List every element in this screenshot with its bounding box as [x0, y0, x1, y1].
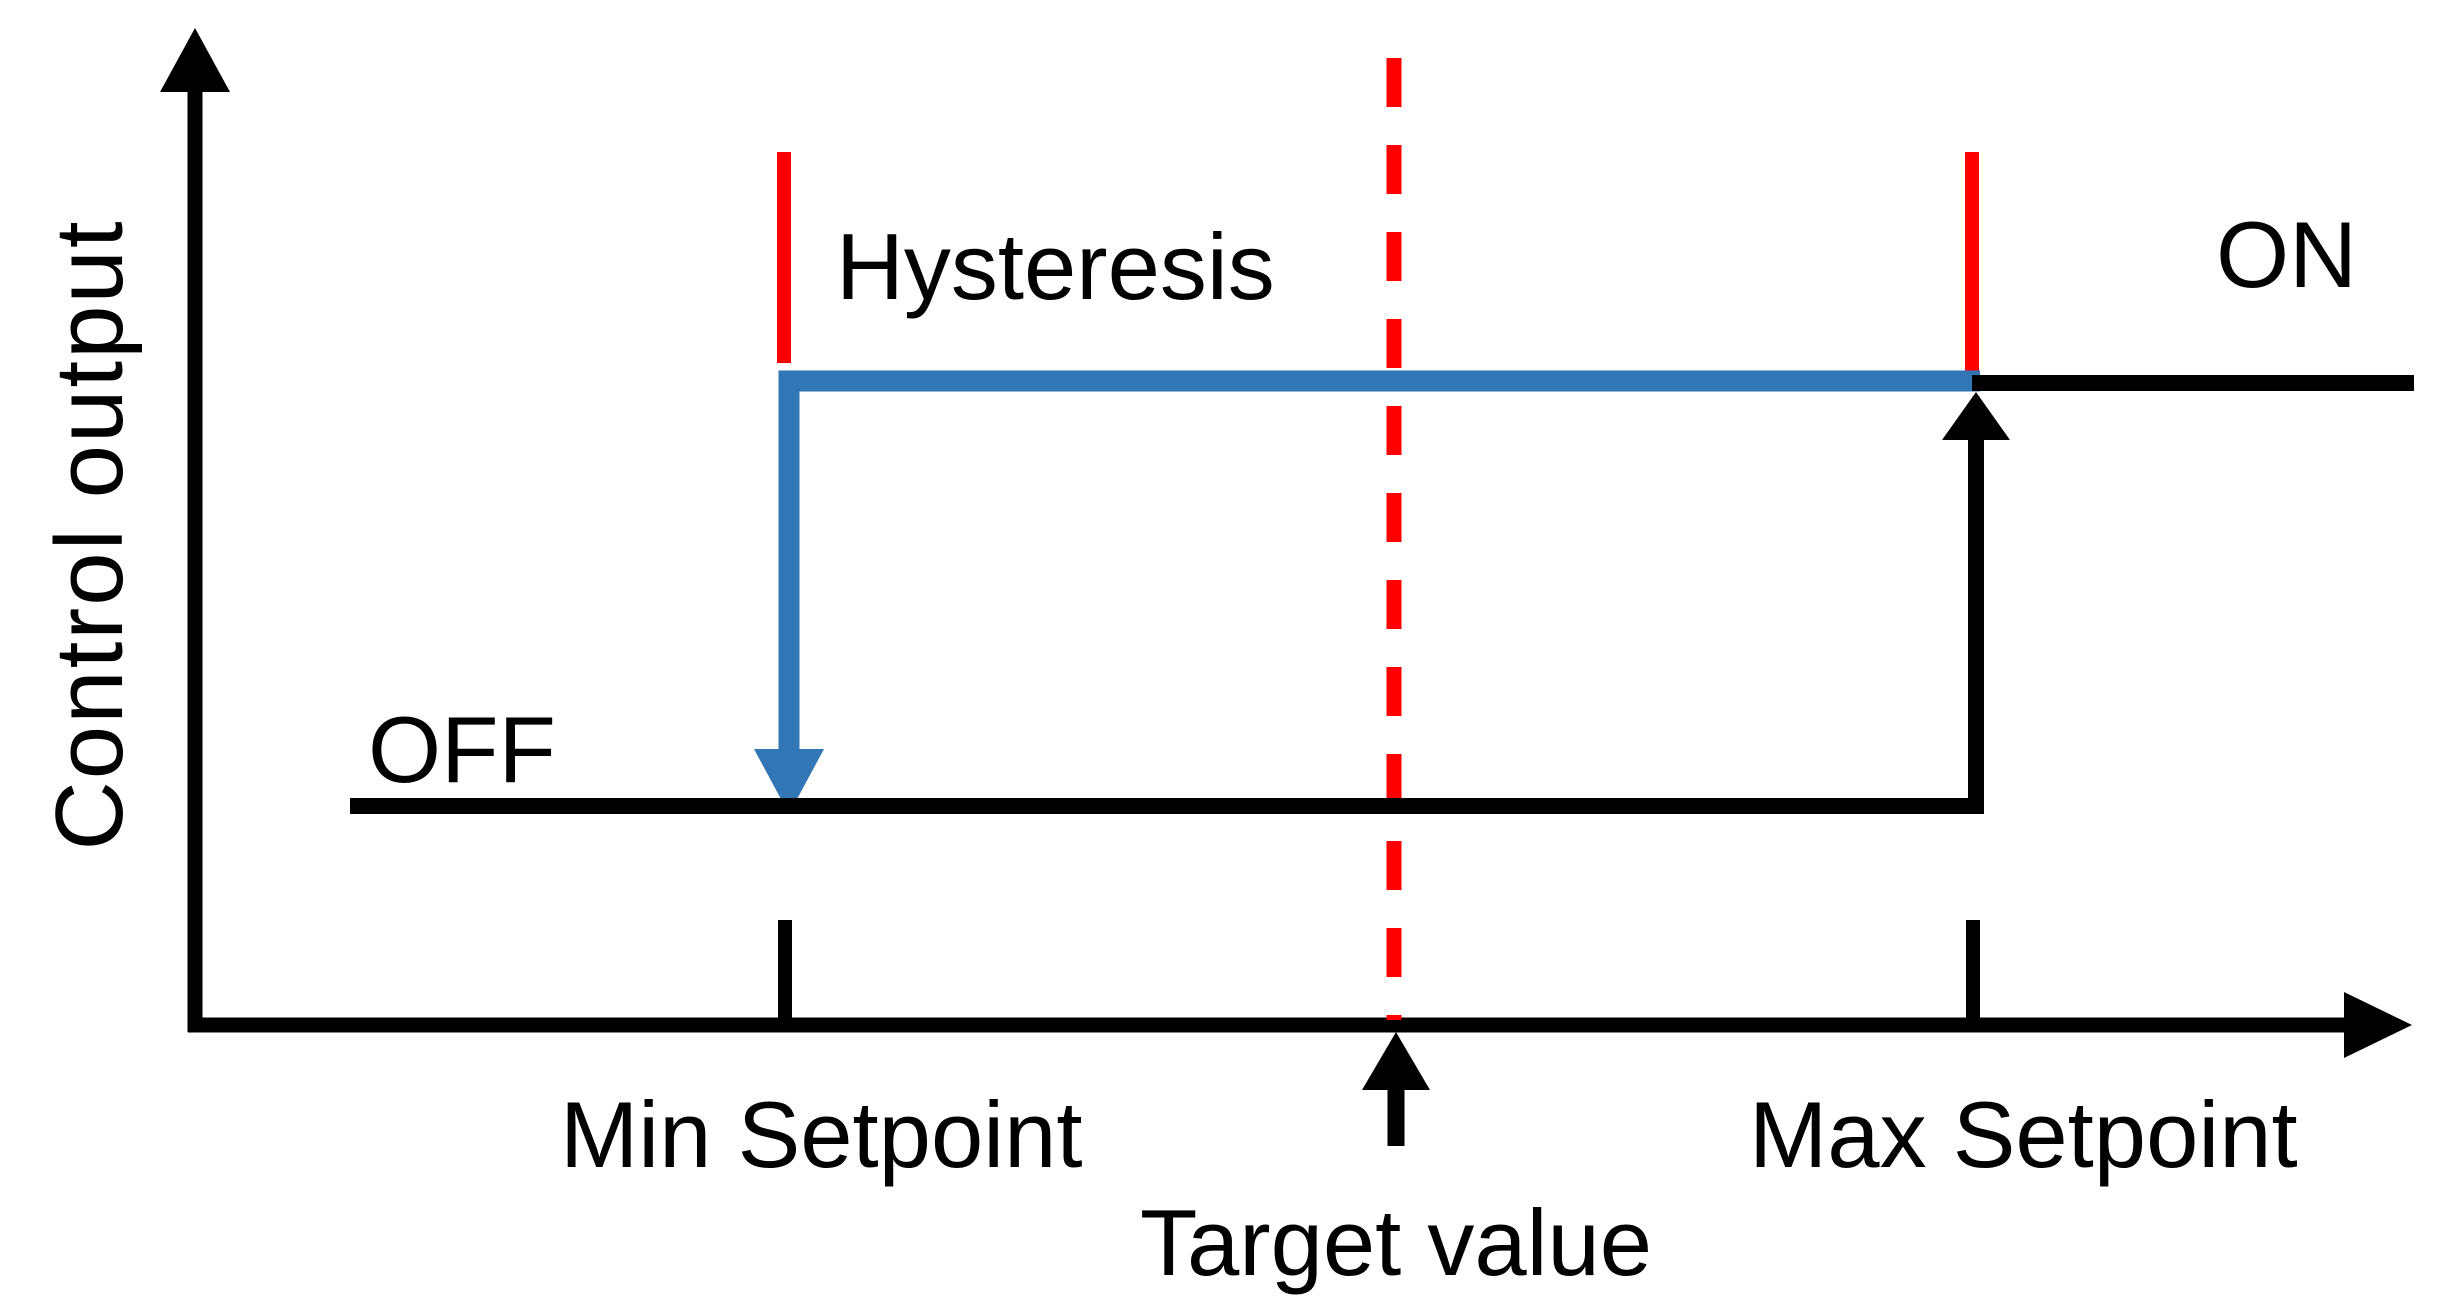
off-level-line	[350, 437, 1984, 814]
target-value-label: Target value	[1140, 1190, 1653, 1295]
falling-path-arrowhead	[754, 749, 824, 814]
y-axis-label: Control output	[36, 219, 143, 851]
falling-path-line	[778, 370, 1980, 752]
max-setpoint-label: Max Setpoint	[1749, 1082, 2298, 1187]
min-setpoint-label: Min Setpoint	[560, 1082, 1083, 1187]
on-label: ON	[2216, 202, 2357, 307]
off-label: OFF	[368, 697, 556, 802]
rising-path-arrowhead	[1942, 392, 2010, 440]
x-axis-arrowhead	[2344, 992, 2412, 1058]
target-arrowhead	[1362, 1032, 1430, 1090]
y-axis-arrowhead	[160, 28, 230, 92]
hysteresis-label: Hysteresis	[836, 214, 1275, 319]
